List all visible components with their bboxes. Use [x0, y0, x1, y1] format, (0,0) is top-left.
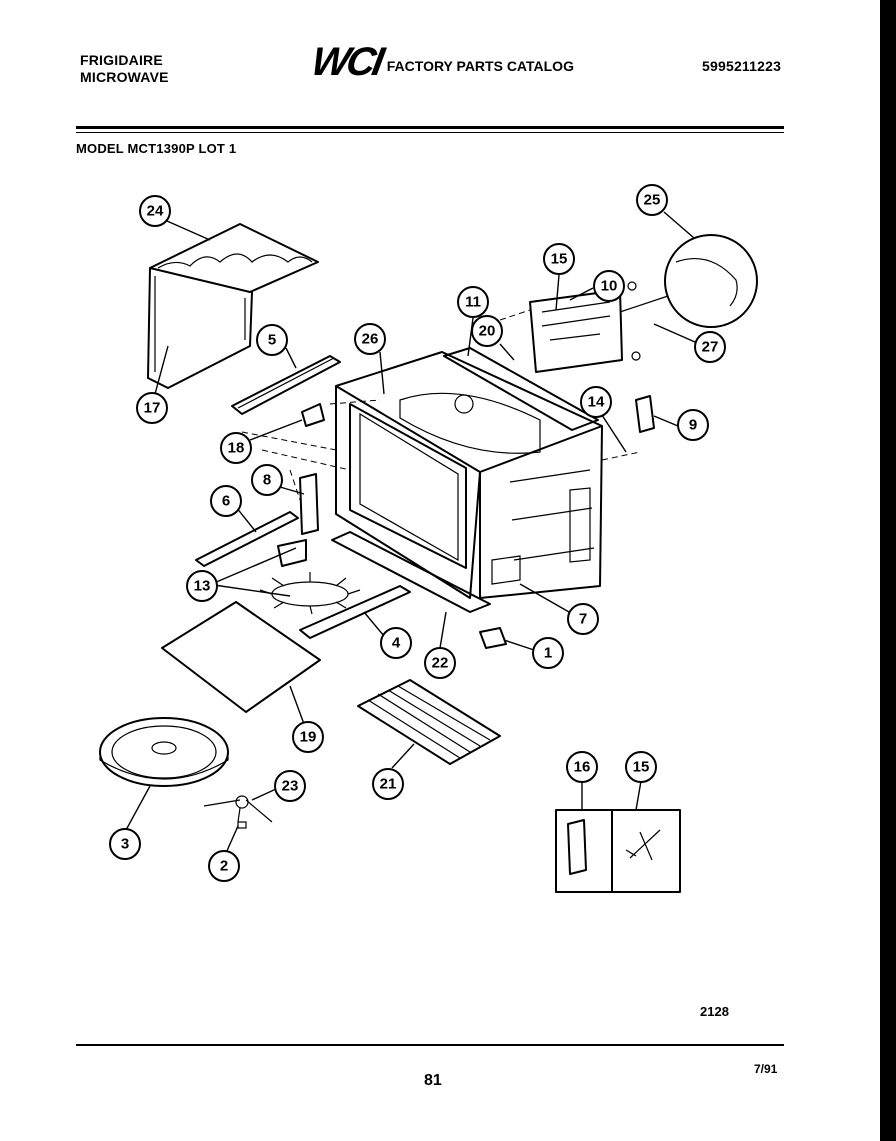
svg-text:25: 25: [644, 192, 661, 209]
callout-27: 27: [694, 331, 726, 363]
callout-6: 6: [210, 485, 242, 517]
svg-text:16: 16: [574, 759, 591, 776]
callout-10: 10: [593, 270, 625, 302]
part-cavity: [335, 347, 603, 599]
svg-text:2: 2: [220, 858, 228, 875]
svg-text:19: 19: [300, 729, 317, 746]
callout-4: 4: [380, 627, 412, 659]
part-1: [479, 627, 507, 649]
callout-15-inset: 15: [625, 751, 657, 783]
brand-line-1: FRIGIDAIRE: [80, 52, 163, 68]
svg-text:24: 24: [147, 203, 164, 220]
brand-line-2: MICROWAVE: [80, 69, 169, 85]
part-tray-19: [161, 601, 321, 713]
callout-24: 24: [139, 195, 171, 227]
header-rule-thick: [76, 126, 784, 129]
callout-21: 21: [372, 768, 404, 800]
svg-text:11: 11: [465, 294, 481, 311]
catalog-header: WCI FACTORY PARTS CATALOG: [308, 40, 574, 84]
part-detail-circle: [619, 234, 758, 328]
callout-13: 13: [186, 570, 218, 602]
figure-code: 2128: [700, 1004, 729, 1019]
svg-text:10: 10: [601, 278, 618, 295]
svg-text:6: 6: [222, 493, 230, 510]
callout-22: 22: [424, 647, 456, 679]
svg-text:17: 17: [144, 400, 161, 417]
part-grille-21: [357, 679, 501, 765]
callout-3: 3: [109, 828, 141, 860]
svg-text:8: 8: [263, 472, 271, 489]
model-line: MODEL MCT1390P LOT 1: [76, 141, 237, 156]
svg-text:3: 3: [121, 836, 129, 853]
callout-8: 8: [251, 464, 283, 496]
parts-inset-box: [555, 809, 681, 893]
svg-text:18: 18: [228, 440, 245, 457]
svg-text:27: 27: [702, 339, 719, 356]
callout-15: 15: [543, 243, 575, 275]
callout-16: 16: [566, 751, 598, 783]
svg-text:23: 23: [282, 778, 299, 795]
svg-text:26: 26: [362, 331, 379, 348]
part-lower-rails: [299, 531, 491, 639]
leader-lines: [125, 211, 696, 854]
svg-text:15: 15: [551, 251, 568, 268]
svg-text:9: 9: [689, 417, 697, 434]
svg-text:5: 5: [268, 332, 276, 349]
part-control-panel: [529, 281, 641, 373]
callout-26: 26: [354, 323, 386, 355]
svg-text:1: 1: [544, 645, 552, 662]
catalog-date: 7/91: [754, 1062, 778, 1076]
callout-7: 7: [567, 603, 599, 635]
callout-14: 14: [580, 386, 612, 418]
callout-19: 19: [292, 721, 324, 753]
svg-text:22: 22: [432, 655, 449, 672]
svg-text:4: 4: [392, 635, 401, 652]
callout-2: 2: [208, 850, 240, 882]
part-turntable: [99, 717, 229, 787]
svg-text:13: 13: [194, 578, 211, 595]
part-bracket-9: [635, 395, 655, 433]
catalog-title: FACTORY PARTS CATALOG: [386, 58, 574, 74]
assembly-guides: [241, 309, 641, 501]
callout-1: 1: [532, 637, 564, 669]
callout-20: 20: [471, 315, 503, 347]
part-18: [301, 403, 325, 427]
callout-5: 5: [256, 324, 288, 356]
part-outer-case: [147, 223, 319, 389]
callout-9: 9: [677, 409, 709, 441]
footer-rule: [76, 1044, 784, 1046]
svg-text:14: 14: [588, 394, 605, 411]
svg-text:15: 15: [633, 759, 650, 776]
part-roller-ring: [203, 795, 273, 829]
svg-text:21: 21: [380, 776, 397, 793]
svg-text:7: 7: [579, 611, 587, 628]
header-rule-thin: [76, 132, 784, 133]
callout-17: 17: [136, 392, 168, 424]
callout-23: 23: [274, 770, 306, 802]
callout-11: 11: [457, 286, 489, 318]
part-rail: [231, 355, 341, 415]
svg-text:20: 20: [479, 323, 496, 340]
catalog-part-number: 5995211223: [702, 58, 782, 74]
callout-18: 18: [220, 432, 252, 464]
page-number: 81: [424, 1072, 442, 1089]
callout-25: 25: [636, 184, 668, 216]
brand-block: FRIGIDAIRE MICROWAVE: [80, 52, 169, 86]
